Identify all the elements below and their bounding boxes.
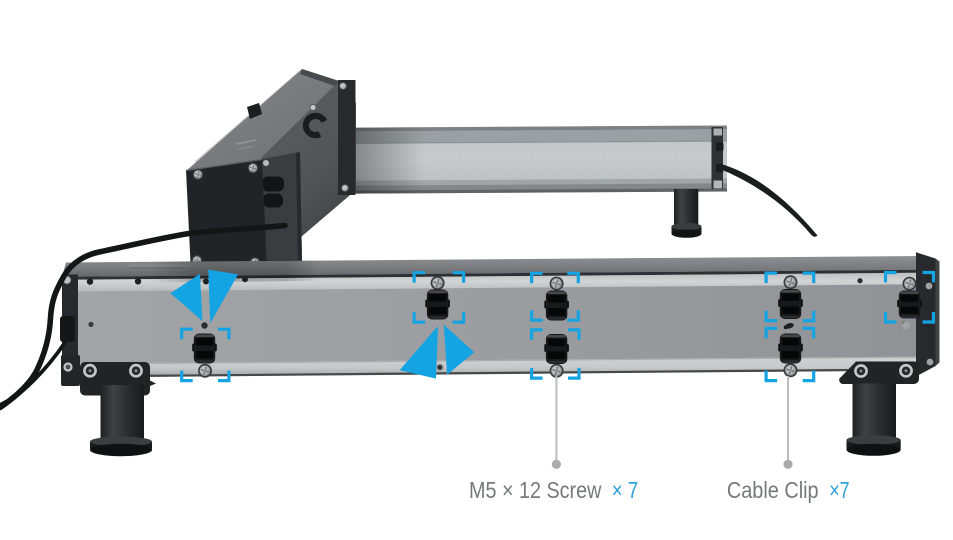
svg-text:×7: ×7 <box>829 477 849 503</box>
svg-text:Cable Clip: Cable Clip <box>727 477 819 503</box>
svg-text:M5 × 12 Screw: M5 × 12 Screw <box>469 477 602 503</box>
svg-text:× 7: × 7 <box>612 477 638 503</box>
